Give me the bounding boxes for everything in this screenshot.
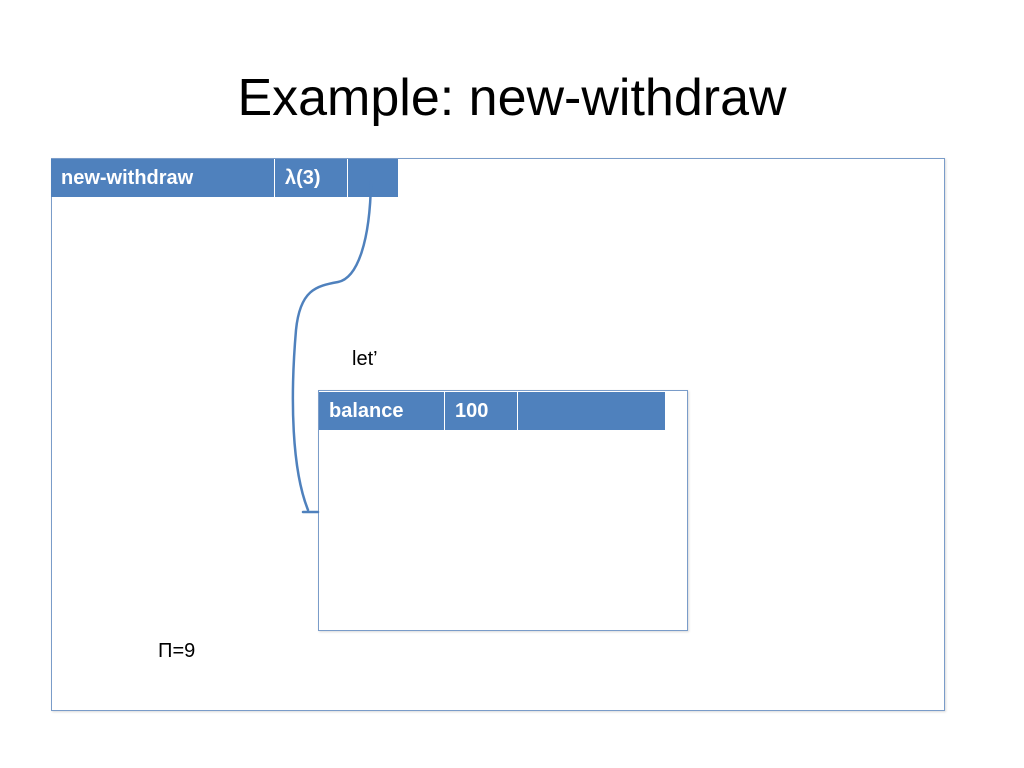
outer-binding-value: λ(3)	[275, 159, 348, 197]
inner-binding-pointer-cell	[518, 392, 665, 430]
inner-binding-row: balance 100	[319, 392, 665, 430]
slide-title: Example: new-withdraw	[237, 69, 787, 127]
inner-frame	[318, 390, 688, 631]
pi-label: Π=9	[158, 640, 196, 662]
outer-binding-name: new-withdraw	[51, 159, 275, 197]
let-label: let’	[352, 348, 378, 370]
inner-binding-name: balance	[319, 392, 445, 430]
outer-binding-row: new-withdraw λ(3)	[51, 159, 398, 197]
inner-binding-value: 100	[445, 392, 518, 430]
outer-binding-pointer-cell	[348, 159, 398, 197]
